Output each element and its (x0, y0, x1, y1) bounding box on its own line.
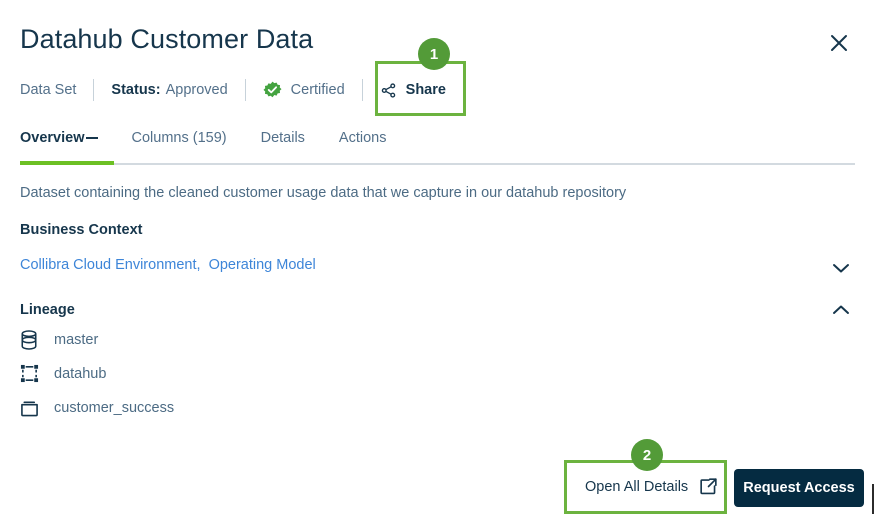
lineage-title: Lineage (20, 302, 75, 318)
database-icon (20, 329, 44, 350)
tab-active-indicator (20, 161, 114, 165)
dataset-description: Dataset containing the cleaned customer … (20, 185, 627, 201)
schema-nodes-icon (20, 364, 44, 383)
highlight-badge-1: 1 (418, 38, 450, 70)
external-link-icon (699, 477, 718, 496)
business-context-link-2[interactable]: Operating Model (208, 257, 316, 273)
status-value: Approved (165, 82, 228, 98)
folder-icon (20, 399, 44, 417)
text-caret (85, 137, 98, 139)
lineage-item-label: master (54, 331, 99, 348)
status-label: Status: (111, 82, 161, 98)
list-item[interactable]: master (20, 326, 174, 353)
certified-check-icon (263, 81, 282, 100)
tab-overview[interactable]: Overview (20, 130, 98, 159)
share-button[interactable]: Share (380, 82, 446, 99)
chevron-up-icon[interactable] (828, 297, 854, 323)
page-title: Datahub Customer Data (20, 24, 314, 54)
lineage-list: master datahub customer_s (20, 326, 174, 428)
list-item[interactable]: customer_success (20, 394, 174, 421)
certified-indicator: Certified (263, 81, 345, 100)
open-all-details-label: Open All Details (585, 478, 689, 495)
divider (244, 79, 246, 101)
status-badge: Status: Approved (111, 82, 227, 98)
asset-type-label: Data Set (20, 82, 77, 98)
highlight-badge-2: 2 (631, 439, 663, 471)
lineage-item-label: datahub (54, 365, 107, 382)
lineage-item-label: customer_success (54, 399, 175, 416)
tab-details[interactable]: Details (260, 130, 305, 146)
window-edge-artifact (872, 484, 874, 514)
business-context-link-1[interactable]: Collibra Cloud Environment, (20, 257, 201, 273)
tab-underline-track (20, 163, 855, 165)
certified-label: Certified (290, 82, 345, 98)
business-context-links: Collibra Cloud Environment, Operating Mo… (20, 257, 316, 273)
business-context-title: Business Context (20, 222, 143, 238)
divider (93, 79, 95, 101)
tab-columns[interactable]: Columns (159) (131, 130, 227, 146)
close-icon[interactable] (824, 28, 854, 58)
share-label: Share (405, 82, 446, 98)
request-access-button[interactable]: Request Access (734, 469, 864, 507)
share-nodes-icon (380, 82, 397, 99)
list-item[interactable]: datahub (20, 360, 174, 387)
tab-actions[interactable]: Actions (338, 130, 387, 146)
meta-row: Data Set Status: Approved Certified (20, 78, 446, 102)
open-all-details-button[interactable]: Open All Details (585, 477, 718, 496)
chevron-down-icon[interactable] (828, 255, 854, 281)
tab-bar: Overview Columns (159) Details Actions (20, 130, 420, 159)
divider (361, 79, 363, 101)
